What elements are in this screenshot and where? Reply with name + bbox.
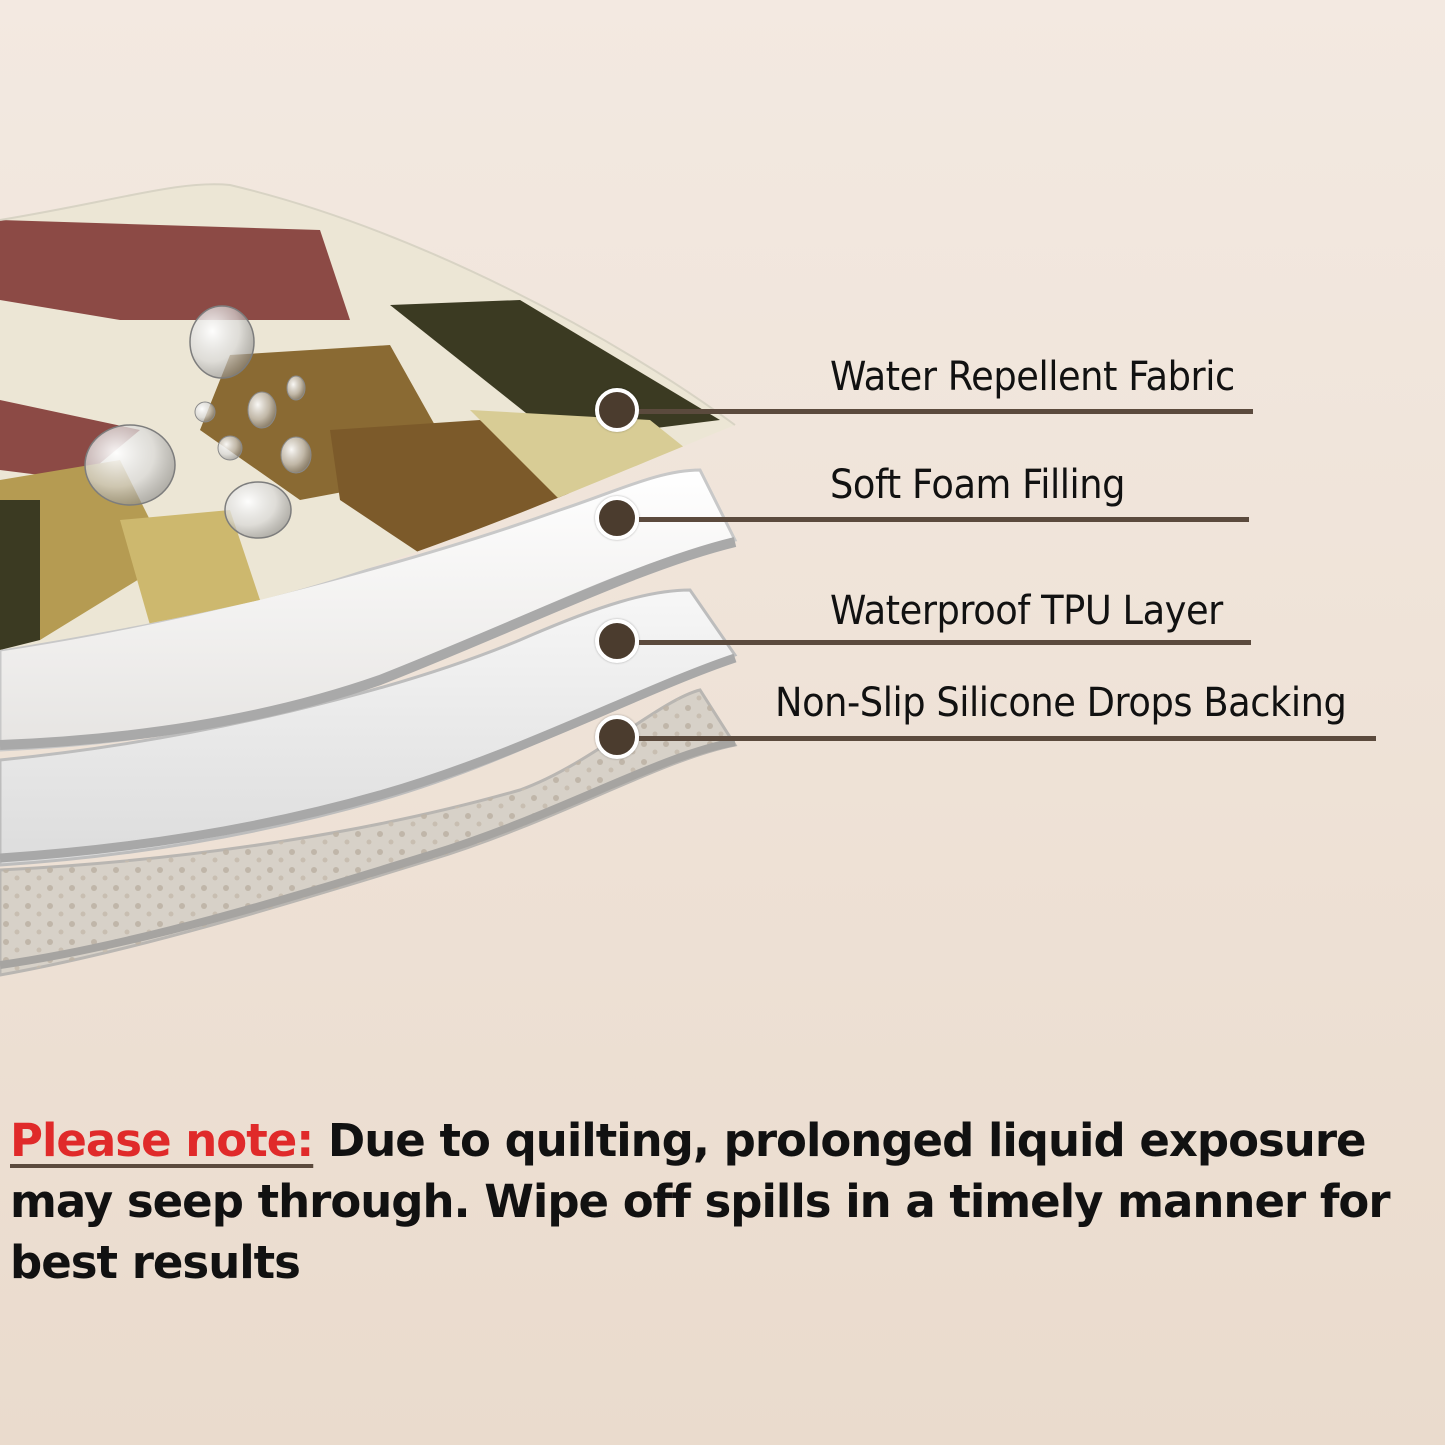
note-text: Due to quilting, prolonged liquid exposu…	[10, 1114, 1391, 1289]
layer-label: Waterproof TPU Layer	[830, 588, 1223, 634]
tpu-layer	[0, 588, 738, 867]
leader-line	[639, 736, 1376, 741]
callout-dot	[595, 715, 639, 759]
callout-dot	[595, 496, 639, 540]
layer-label: Soft Foam Filling	[830, 462, 1126, 508]
water-drops	[84, 305, 312, 539]
layer-label: Non-Slip Silicone Drops Backing	[775, 680, 1347, 726]
callout-dot	[595, 388, 639, 432]
callout-dot	[595, 619, 639, 663]
note-paragraph: Please note: Due to quilting, prolonged …	[10, 1110, 1440, 1293]
note-lead: Please note:	[10, 1114, 314, 1167]
leader-line	[639, 409, 1253, 414]
layer-label: Water Repellent Fabric	[830, 354, 1235, 400]
leader-line	[639, 640, 1251, 645]
leader-line	[639, 517, 1249, 522]
